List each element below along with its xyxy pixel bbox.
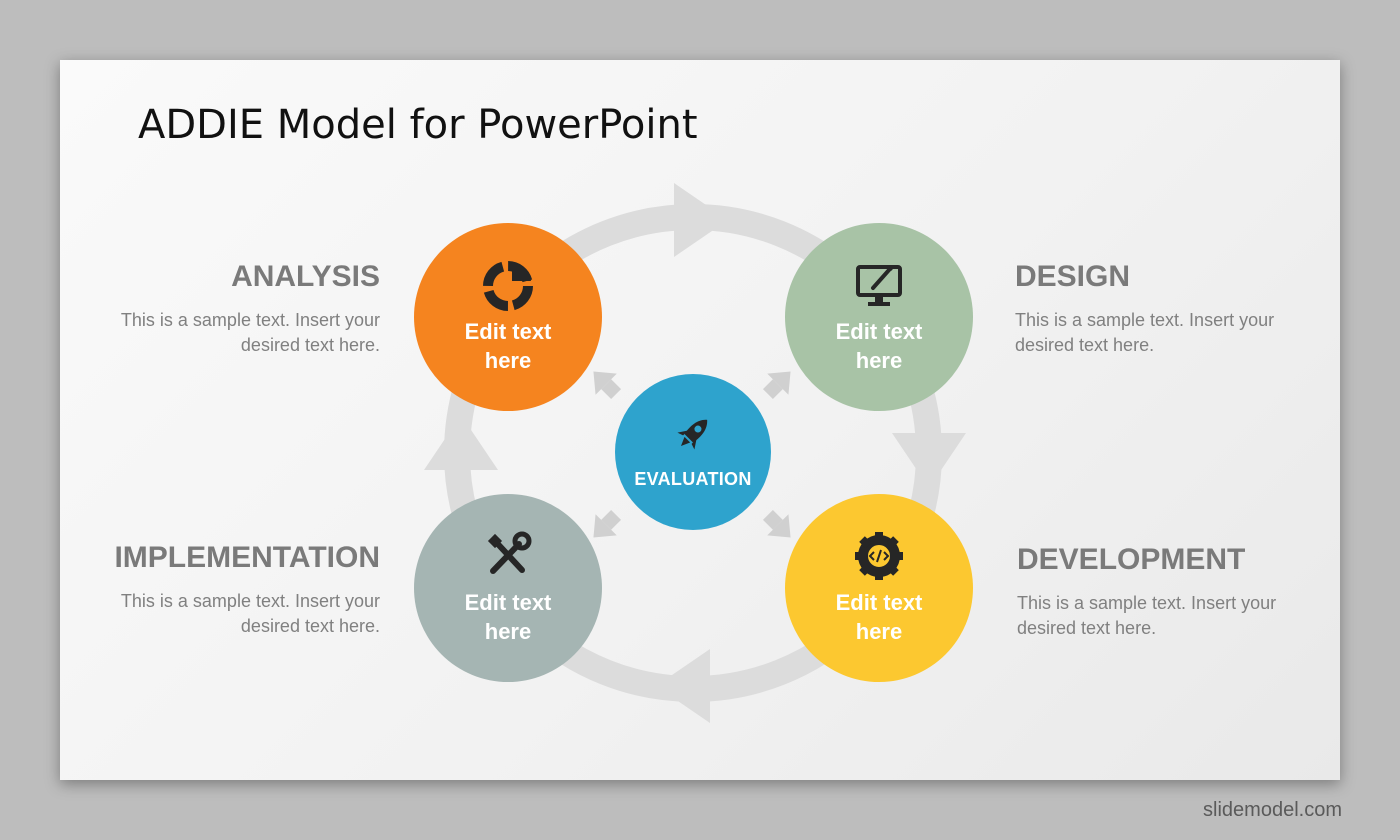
connector-arrow-development xyxy=(762,509,791,538)
design-heading: DESIGN xyxy=(1015,260,1131,293)
implementation-circle: Edit text here xyxy=(414,494,602,682)
design-circle: Edit text here xyxy=(785,223,973,411)
implementation-circle-text: Edit text here xyxy=(464,590,552,644)
development-heading: DEVELOPMENT xyxy=(1017,543,1246,576)
ring-arrow-top xyxy=(674,183,728,257)
implementation-heading: IMPLEMENTATION xyxy=(114,541,380,574)
analysis-circle: Edit text here xyxy=(414,223,602,411)
design-description: This is a sample text. Insert your desir… xyxy=(1015,310,1275,355)
tools-icon xyxy=(487,531,532,574)
code-gear-icon xyxy=(855,532,903,580)
evaluation-label: EVALUATION xyxy=(634,468,752,489)
analysis-description: This is a sample text. Insert your desir… xyxy=(120,310,380,355)
development-circle: Edit text here xyxy=(785,494,973,682)
connector-arrow-design xyxy=(762,371,791,400)
ring-arrow-right xyxy=(892,433,966,488)
implementation-description: This is a sample text. Insert your desir… xyxy=(120,591,380,636)
watermark: slidemodel.com xyxy=(1203,799,1342,821)
evaluation-circle: EVALUATION xyxy=(615,374,771,530)
analysis-circle-text: Edit text here xyxy=(464,319,552,373)
ring-arrow-bottom xyxy=(656,649,710,723)
monitor-pen-icon xyxy=(856,265,902,306)
slide-title: ADDIE Model for PowerPoint xyxy=(138,102,698,148)
ring-arrow-left xyxy=(424,415,498,470)
development-circle-text: Edit text here xyxy=(835,590,923,644)
design-circle-text: Edit text here xyxy=(835,319,923,373)
connector-arrow-implementation xyxy=(593,509,622,538)
cycle-ring xyxy=(424,183,966,723)
connector-arrow-analysis xyxy=(593,371,622,400)
rocket-icon xyxy=(677,419,708,450)
pie-chart-icon xyxy=(483,261,533,311)
development-description: This is a sample text. Insert your desir… xyxy=(1017,593,1277,638)
analysis-heading: ANALYSIS xyxy=(231,260,380,293)
slide: ADDIE Model for PowerPoint Ed xyxy=(60,60,1340,780)
